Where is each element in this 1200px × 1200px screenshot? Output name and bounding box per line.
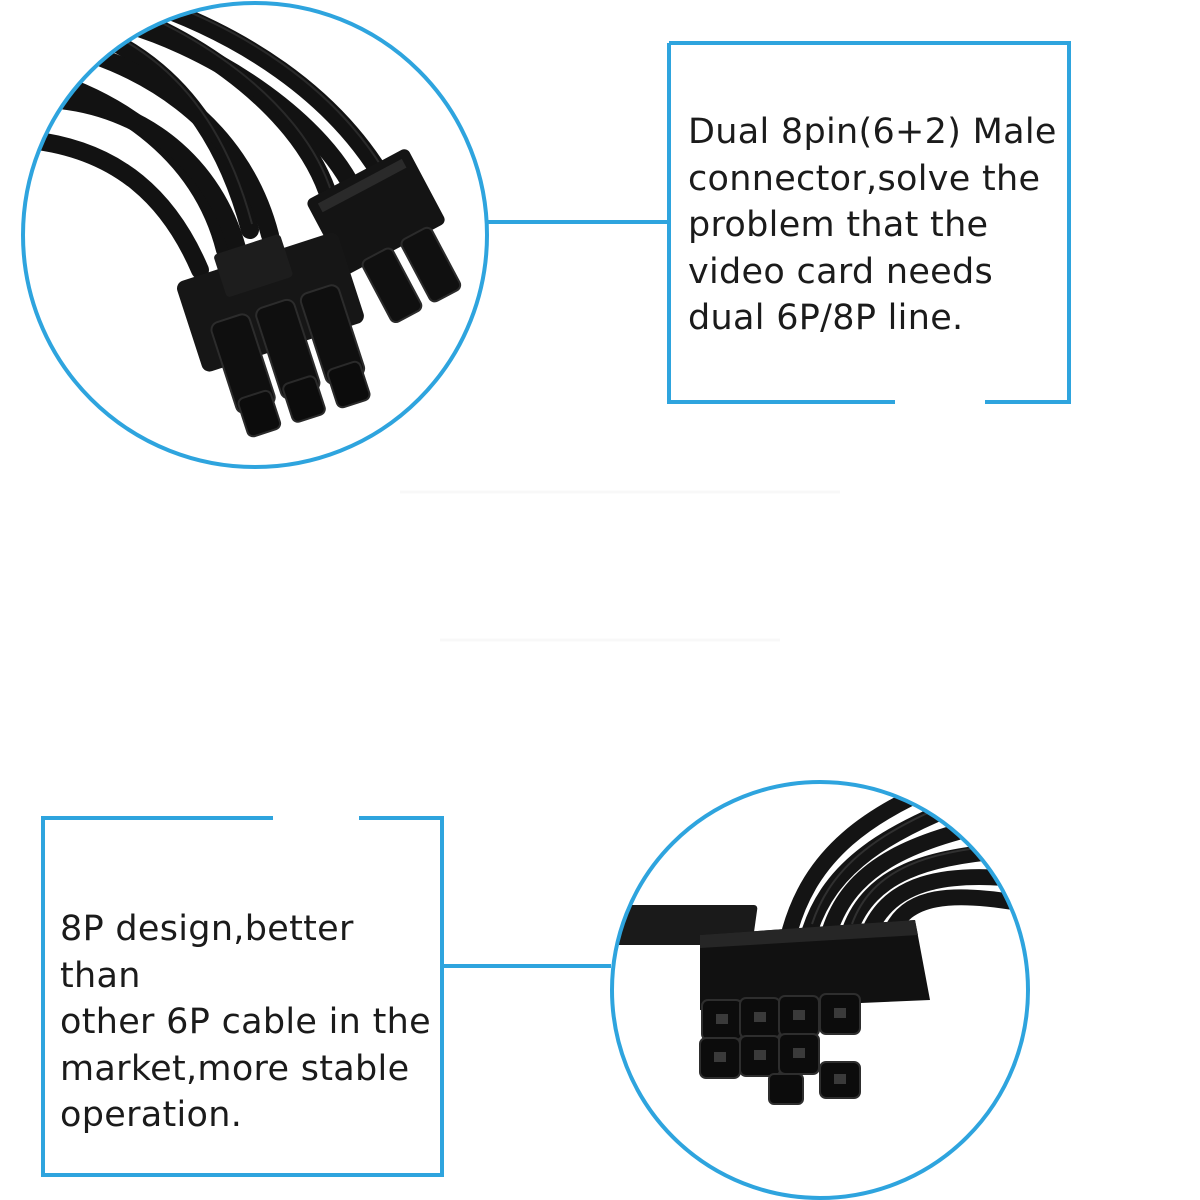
top-detail-photo bbox=[23, 3, 487, 467]
top-callout-frame bbox=[667, 41, 1071, 404]
bottom-callout-text: 8P design,better than other 6P cable in … bbox=[60, 909, 431, 1135]
bottom-detail-photo bbox=[612, 782, 1028, 1198]
two-pin-connector bbox=[307, 149, 462, 324]
bottom-detail-circle bbox=[610, 780, 1030, 1200]
six-pin-connector bbox=[177, 232, 371, 438]
top-detail-circle bbox=[21, 1, 489, 469]
eight-pin-connector bbox=[612, 905, 930, 1105]
top-callout-text: Dual 8pin(6+2) Male connector,solve the … bbox=[688, 112, 1057, 338]
bottom-callout-frame bbox=[41, 816, 444, 1177]
